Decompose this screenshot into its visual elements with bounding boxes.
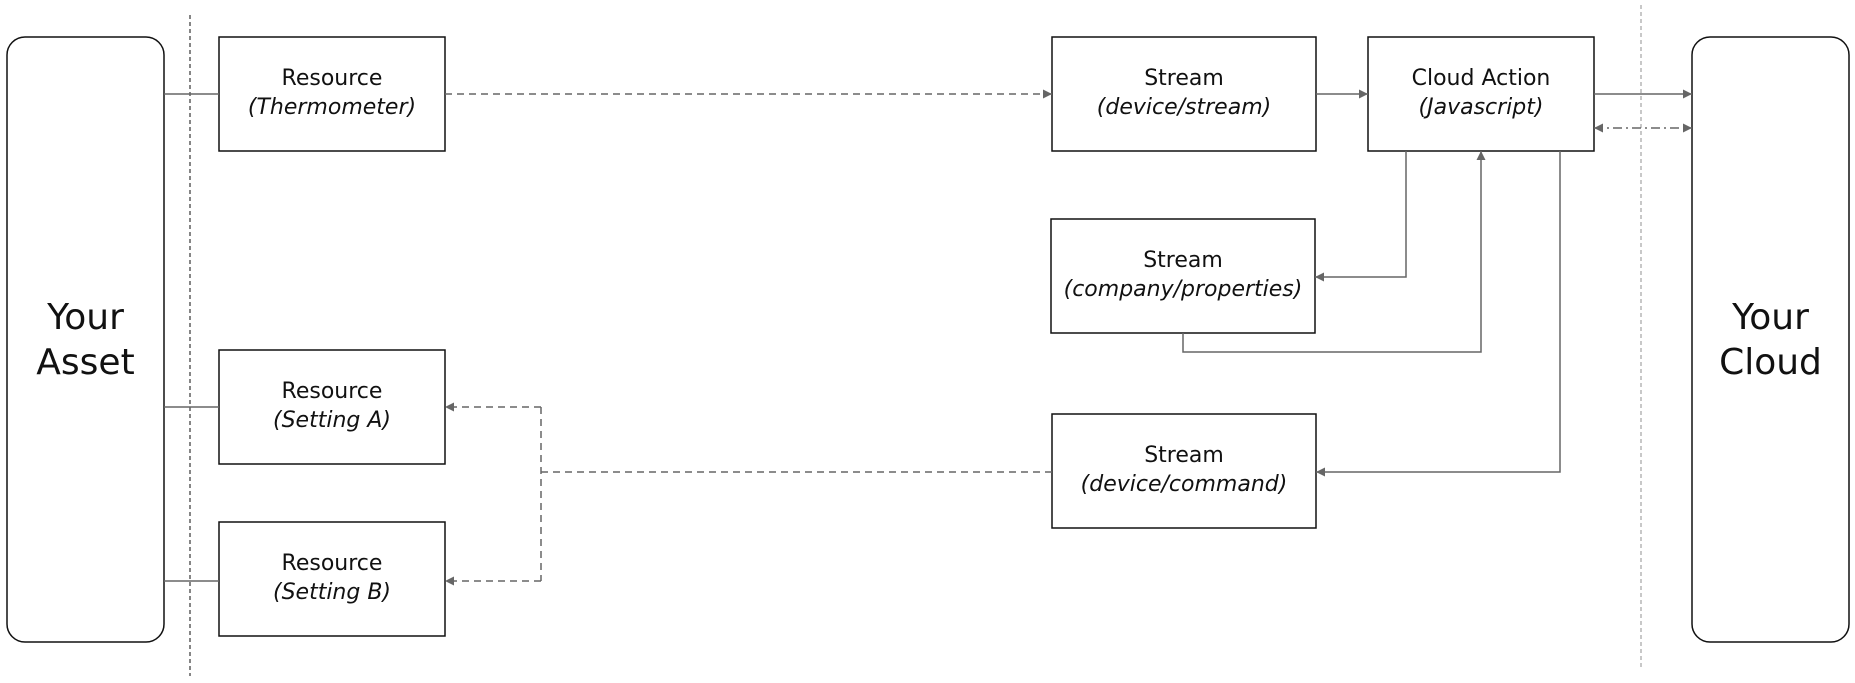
stream-device-command-subtitle: (device/command) [1080,472,1288,497]
asset-panel [6,36,165,643]
arrow-action-to-command [1316,151,1561,477]
resource-setting-a-box [218,349,446,465]
cloud-label-line1: Your [1732,296,1809,338]
cloud-label-line2: Cloud [1719,341,1822,383]
cloud-action-label: Cloud Action (Javascript) [1368,37,1594,151]
asset-label: Your Asset [7,37,164,642]
stream-device-command-label: Stream (device/command) [1052,414,1316,528]
asset-label-line1: Your [47,296,124,338]
cloud-action-title: Cloud Action [1411,66,1551,92]
cloud-action-box [1367,36,1595,152]
resource-setting-a-label: Resource (Setting A) [219,350,445,464]
stream-company-properties-box [1050,218,1316,334]
stream-device-command-box [1051,413,1317,529]
resource-setting-b-title: Resource [281,551,383,577]
resource-setting-b-label: Resource (Setting B) [219,522,445,636]
cloud-label: Your Cloud [1692,37,1849,642]
stream-device-stream-title: Stream [1144,66,1224,92]
resource-setting-a-subtitle: (Setting A) [273,408,391,433]
resource-setting-b-box [218,521,446,637]
stream-device-stream-subtitle: (device/stream) [1096,95,1272,120]
resource-setting-a-title: Resource [281,379,383,405]
resource-thermometer-label: Resource (Thermometer) [219,37,445,151]
resource-setting-b-subtitle: (Setting B) [272,580,392,605]
asset-label-line2: Asset [36,341,135,383]
stream-device-command-title: Stream [1144,443,1224,469]
resource-thermometer-subtitle: (Thermometer) [247,95,417,120]
arrow-action-to-properties [1315,151,1407,282]
resource-thermometer-title: Resource [281,66,383,92]
stream-device-stream-label: Stream (device/stream) [1052,37,1316,151]
arrow-properties-to-action [1182,151,1486,353]
stream-company-properties-label: Stream (company/properties) [1051,219,1315,333]
stream-company-properties-subtitle: (company/properties) [1063,277,1303,302]
stream-company-properties-title: Stream [1143,248,1223,274]
cloud-panel [1691,36,1850,643]
cloud-action-subtitle: (Javascript) [1418,95,1544,120]
